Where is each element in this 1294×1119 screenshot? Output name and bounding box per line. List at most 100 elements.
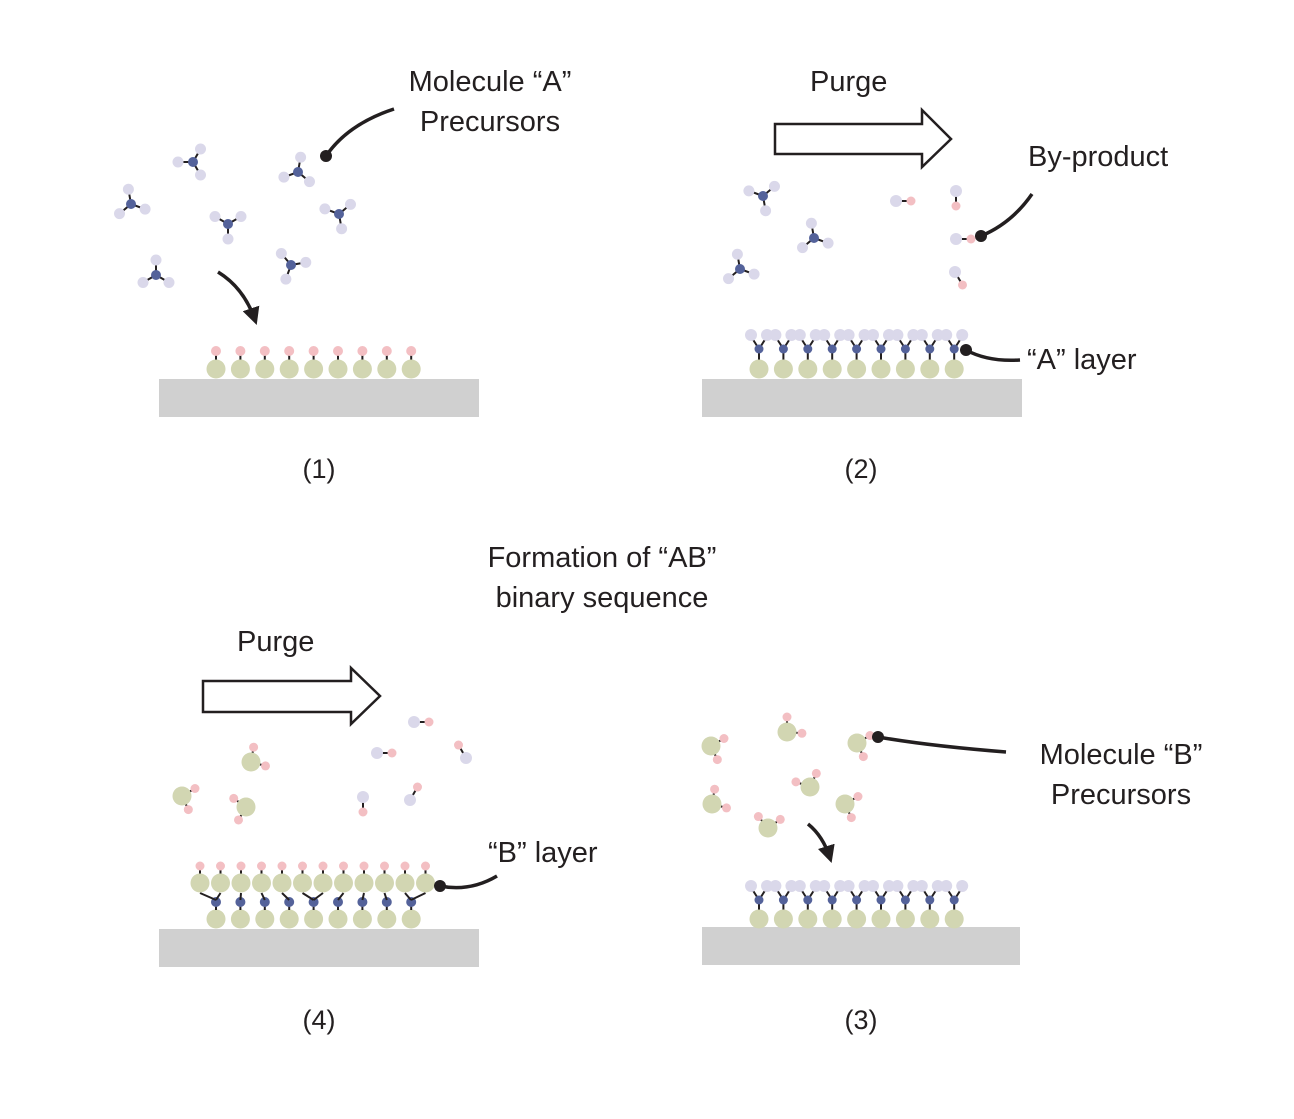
- ligand-atom: [883, 329, 895, 341]
- bond: [199, 892, 217, 901]
- core-atom: [357, 897, 368, 907]
- reactive-atom: [333, 346, 343, 356]
- core-atom: [286, 260, 296, 270]
- ligand-atom: [769, 880, 782, 892]
- core-atom: [381, 897, 392, 907]
- reactive-atom: [380, 861, 389, 871]
- ligand-atom: [956, 329, 969, 341]
- core-atom: [754, 344, 764, 354]
- reactive-atom: [257, 861, 266, 871]
- leader-by-product: [980, 193, 1034, 238]
- b-core-atom: [313, 873, 333, 893]
- formation-label-line2: binary sequence: [495, 582, 709, 614]
- ligand-atom: [931, 880, 944, 892]
- b-core-atom: [272, 873, 292, 893]
- purge-arrow-icon-top: [773, 106, 953, 170]
- bond: [260, 892, 266, 901]
- molecule-a-icon: [172, 143, 206, 181]
- reactive-atom: [260, 761, 270, 771]
- surface-atom: [328, 359, 348, 379]
- bond: [410, 892, 426, 901]
- panel-number-4: (4): [302, 1005, 336, 1035]
- ligand-atom: [731, 248, 743, 260]
- reaction-arrow-icon-1: [217, 270, 260, 325]
- core-atom: [333, 897, 343, 907]
- leader-molecule-b: [877, 735, 1007, 754]
- a-layer-3: [745, 880, 969, 929]
- panel-number-1: (1): [302, 454, 336, 484]
- core-atom: [803, 895, 813, 905]
- ab-layer-4: [190, 861, 435, 929]
- core-atom: [778, 895, 788, 905]
- reactive-atom: [216, 861, 225, 871]
- ligand-atom: [891, 880, 904, 892]
- reactive-atom: [846, 813, 856, 823]
- core-atom: [754, 895, 764, 905]
- reactive-atom: [229, 793, 239, 803]
- formation-label: Formation of “AB” binary sequence: [452, 538, 752, 618]
- surface-atom: [798, 909, 818, 929]
- reactive-atom: [958, 280, 967, 290]
- reactive-atom: [712, 755, 722, 765]
- reactive-atom: [284, 346, 295, 356]
- surface-atom: [920, 909, 940, 929]
- ligand-atom: [867, 329, 879, 341]
- substrate-slab-4: [159, 929, 479, 967]
- b-core-atom: [375, 873, 394, 893]
- core-atom: [259, 897, 270, 907]
- panel-number-2: (2): [844, 454, 878, 484]
- core-atom: [151, 270, 161, 280]
- surface-atom: [304, 359, 324, 379]
- surface-atom: [304, 909, 324, 929]
- core-atom: [876, 895, 886, 905]
- ligand-atom: [150, 254, 162, 266]
- reaction-arrow-icon-3: [806, 822, 835, 864]
- ligand-atom: [195, 169, 206, 181]
- surface-atom: [206, 359, 226, 379]
- leader-dot-molecule-a: [320, 150, 332, 162]
- bond: [239, 892, 242, 901]
- ligand-atom: [743, 185, 755, 197]
- molecule-b-icon: [777, 712, 807, 742]
- surface-atom: [944, 359, 964, 379]
- by-product-icon: [357, 791, 369, 817]
- reactive-atom: [782, 712, 792, 722]
- core-atom: [284, 897, 295, 907]
- molecule-a-icon: [275, 248, 312, 285]
- ligand-atom: [858, 329, 871, 341]
- ligand-atom: [275, 248, 287, 260]
- bond: [301, 892, 315, 901]
- b-core-atom: [354, 873, 374, 893]
- surface-layer-1: [206, 346, 421, 379]
- surface-atom: [895, 909, 915, 929]
- ligand-atom: [748, 268, 760, 280]
- molecule-a-label-line2: Precursors: [419, 106, 561, 138]
- surface-atom: [773, 359, 793, 379]
- ligand-atom: [867, 880, 879, 892]
- surface-atom: [279, 909, 299, 929]
- ligand-atom: [300, 256, 312, 268]
- b-core-atom: [777, 722, 797, 742]
- leader-dot-by-product: [975, 230, 987, 242]
- surface-atom: [895, 359, 915, 379]
- ligand-atom: [809, 329, 822, 341]
- surface-atom: [352, 909, 372, 929]
- ligand-atom: [834, 329, 847, 341]
- reactive-atom: [400, 861, 410, 871]
- substrate-slab-2: [702, 379, 1022, 417]
- core-atom: [758, 191, 768, 201]
- reactive-atom: [358, 807, 368, 817]
- surface-atom: [328, 909, 348, 929]
- molecule-a-icon: [278, 151, 315, 188]
- ligand-atom: [785, 329, 798, 341]
- core-atom: [949, 895, 959, 905]
- molecule-b-label: Molecule “B” Precursors: [1006, 735, 1236, 815]
- surface-atom: [822, 909, 842, 929]
- b-core-atom: [236, 797, 256, 817]
- b-core-atom: [758, 818, 778, 838]
- surface-atom: [749, 909, 769, 929]
- b-core-atom: [172, 786, 192, 806]
- reactive-atom: [339, 861, 348, 871]
- ligand-atom: [950, 185, 962, 197]
